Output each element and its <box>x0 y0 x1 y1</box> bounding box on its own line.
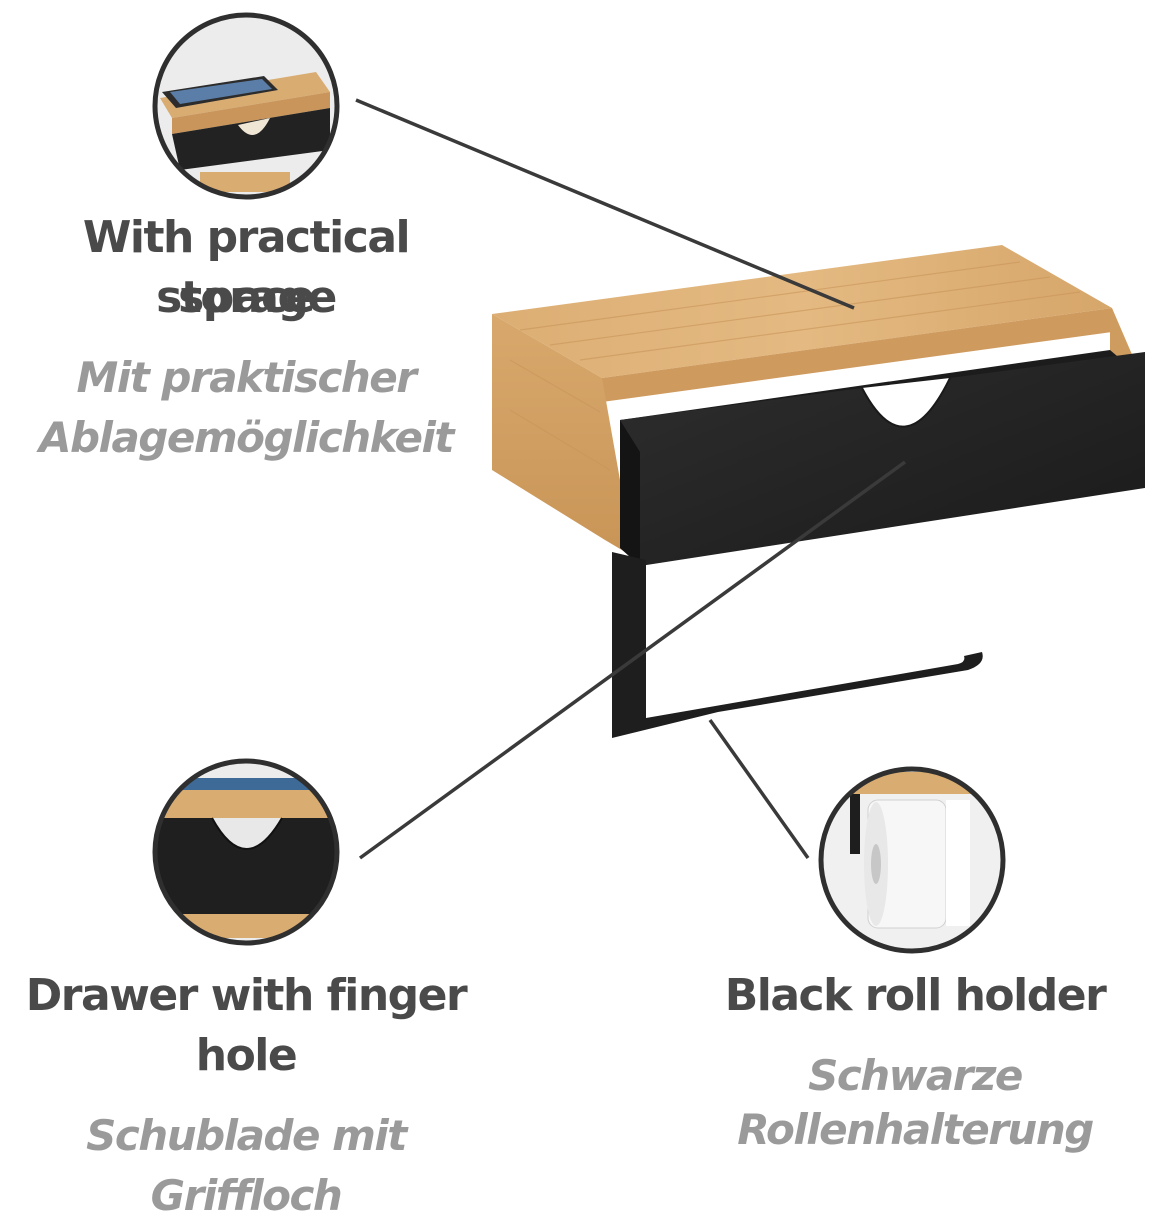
phone-icon <box>162 76 278 108</box>
leader-lines <box>355 98 907 860</box>
shelf-front-lip <box>602 308 1112 402</box>
feature-subtitle-storage-line1: Mit praktischer <box>76 353 417 402</box>
feature-subtitle-holder-line2: Rollenhalterung <box>737 1105 1094 1154</box>
bamboo-grain <box>509 261 1081 471</box>
finger-hole <box>861 377 951 428</box>
detail-circle-holder <box>818 766 1006 954</box>
drawer-front <box>620 352 1145 566</box>
roll-holder <box>612 552 983 738</box>
detail-circle-storage <box>152 12 340 200</box>
shelf-top <box>492 245 1112 378</box>
toilet-paper-roll-icon <box>864 799 970 929</box>
shelf-with-drawer <box>492 245 1145 738</box>
drawer-side <box>620 420 640 566</box>
shelf-side <box>492 314 632 556</box>
feature-title-drawer-line2: hole <box>195 1030 298 1081</box>
feature-subtitle-holder-line1: Schwarze <box>808 1051 1023 1100</box>
detail-circle-drawer <box>152 758 340 946</box>
leader-line-storage <box>355 98 855 310</box>
feature-title-storage-line2: space <box>178 272 315 323</box>
feature-title-holder-line1: Black roll holder <box>724 970 1107 1021</box>
leader-line-drawer <box>358 460 907 860</box>
feature-subtitle-storage-line2: Ablagemöglichkeit <box>38 413 455 462</box>
feature-title-storage-line1: With practical storage <box>82 212 411 323</box>
feature-title-drawer-line1: Drawer with finger <box>25 970 468 1021</box>
leader-line-holder <box>708 718 810 860</box>
product-illustration <box>152 12 1145 954</box>
feature-subtitle-drawer-line1: Schublade mit Griffloch <box>86 1111 407 1220</box>
